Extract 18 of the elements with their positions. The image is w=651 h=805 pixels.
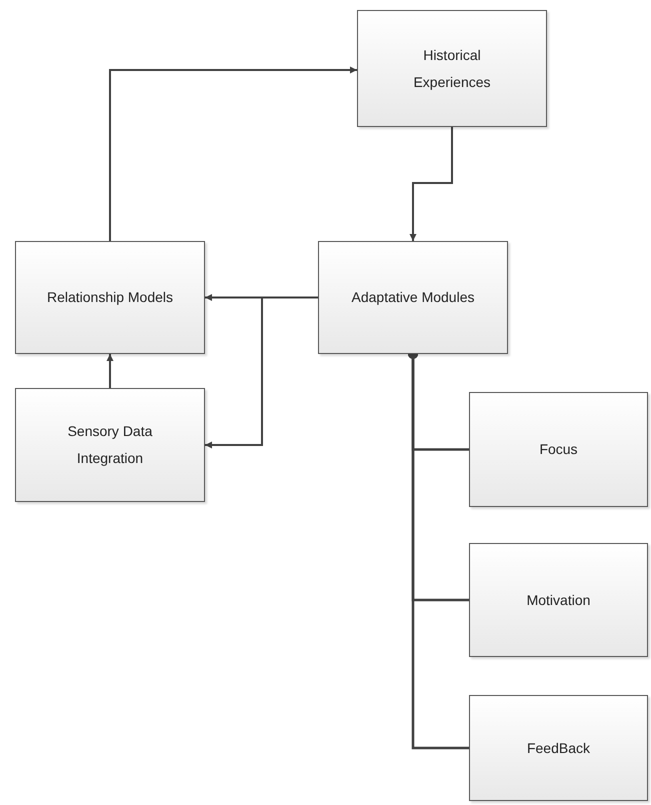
arrow	[410, 127, 453, 241]
arrow	[106, 354, 114, 388]
box-label: Sensory Data Integration	[66, 422, 154, 468]
arrow	[205, 296, 318, 448]
process-box	[469, 543, 648, 657]
box-label: Historical Experiences	[412, 46, 492, 92]
process-box	[469, 695, 648, 801]
process-box	[469, 392, 648, 507]
box-label: FeedBack	[526, 738, 590, 758]
process-box	[357, 10, 547, 127]
process-box	[15, 241, 205, 354]
box-label: Focus	[539, 440, 578, 459]
box-label: Motivation	[526, 590, 590, 610]
arrow	[109, 66, 357, 241]
box-label: Relationship Models	[46, 288, 174, 307]
box-label: Adaptative Modules	[352, 288, 474, 307]
process-box	[318, 241, 508, 354]
process-box	[15, 388, 205, 502]
